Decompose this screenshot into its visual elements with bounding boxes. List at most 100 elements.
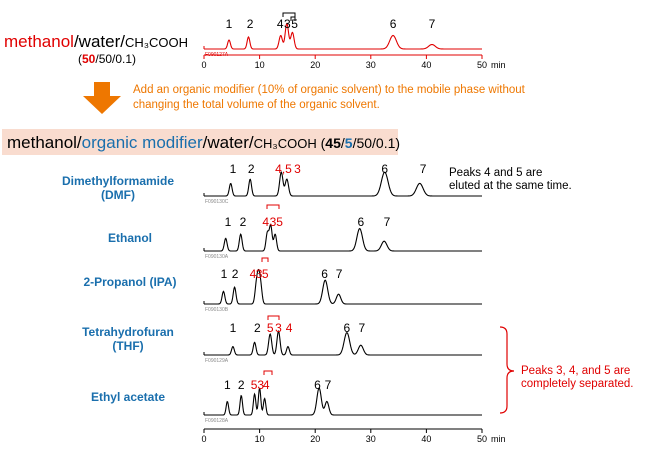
peak-label-1: 1 — [226, 17, 233, 31]
peak-label-3: 5 — [251, 378, 258, 392]
peak-label-3: 5 — [267, 321, 274, 335]
axis-unit: min — [491, 434, 506, 444]
mod-organic-modifier: organic modifier — [82, 133, 203, 152]
axis-tick-label: 20 — [310, 60, 320, 70]
axis-tick-label: 30 — [366, 60, 376, 70]
modifier-note-line-2: changing the total volume of the organic… — [133, 99, 380, 111]
label-dmf-line-2: (DMF) — [101, 188, 135, 202]
peak-label-4: 3 — [256, 267, 263, 281]
axis-tick-label: 50 — [477, 434, 487, 444]
peak-label-6: 6 — [357, 215, 364, 229]
separation-note-line-1: Peaks 3, 4, and 5 are — [521, 365, 630, 377]
peak-label-7: 7 — [359, 321, 366, 335]
peak-label-4: 3 — [294, 162, 301, 176]
trace-code: F090130A — [205, 254, 229, 260]
axis-tick-label: 0 — [201, 60, 206, 70]
dmf-note-line-1: Peaks 4 and 5 are — [449, 167, 542, 179]
modified-solvent-banner — [2, 129, 398, 155]
peak-label-6: 6 — [321, 267, 328, 281]
peak-label-5: 4 — [286, 321, 293, 335]
peak-bracket-ipa — [261, 257, 269, 262]
peak-label-3: 4 — [262, 215, 269, 229]
axis-unit: min — [491, 60, 506, 70]
peak-label-2: 2 — [247, 17, 254, 31]
mod-acetic-acid: CH₃COOH — [254, 136, 317, 151]
label-ethyl-acetate: Ethyl acetate — [91, 390, 165, 404]
top-time-axis: 0 10 20 30 40 50 min — [201, 54, 506, 70]
original-solvent-title: methanol/water/CH₃COOH — [4, 32, 188, 51]
peak-label-5: 5 — [276, 215, 283, 229]
dmf-note-line-2: eluted at the same time. — [449, 180, 572, 192]
axis-tick-label: 10 — [255, 434, 265, 444]
peak-label-7: 7 — [336, 267, 343, 281]
axis-tick-label: 10 — [255, 60, 265, 70]
mod-ratio-sep: / — [341, 135, 345, 151]
trace-code: F090128A — [205, 418, 229, 424]
peak-label-3: 4,5 — [275, 162, 292, 176]
peak-bracket-methanol-inner — [290, 16, 296, 21]
ratio-rest: /50/0.1) — [95, 52, 136, 66]
ratio-open: ( — [78, 52, 82, 66]
trace-line — [204, 387, 482, 416]
peak-label-6: 6 — [344, 321, 351, 335]
solvent-methanol: methanol — [4, 32, 74, 51]
peak-label-2: 2 — [254, 321, 261, 335]
mod-methanol: methanol/ — [7, 133, 82, 152]
trace-code: F090130B — [205, 307, 229, 313]
modifier-note-line-1: Add an organic modifier (10% of organic … — [133, 84, 526, 96]
peak-label-7: 7 — [429, 17, 436, 31]
down-arrow-icon — [83, 82, 121, 114]
axis-tick-label: 0 — [201, 434, 206, 444]
label-dmf-line-1: Dimethylformamide — [62, 174, 174, 188]
peak-label-5: 5 — [262, 267, 269, 281]
peak-bracket-methanol — [282, 12, 296, 17]
separation-note-line-2: completely separated. — [521, 378, 634, 390]
peak-label-1: 1 — [225, 215, 232, 229]
peak-label-6: 6 — [390, 17, 397, 31]
trace-line — [204, 22, 482, 50]
trace-line — [204, 330, 482, 356]
peak-bracket-thf — [267, 315, 280, 320]
axis-tick-label: 40 — [421, 60, 431, 70]
peak-label-1: 1 — [224, 378, 231, 392]
axis-tick-label: 20 — [310, 434, 320, 444]
peak-label-1: 1 — [230, 162, 237, 176]
peak-label-5: 6 — [381, 162, 388, 176]
peak-label-2: 2 — [248, 162, 255, 176]
label-thf-line-1: Tetrahydrofuran — [82, 325, 174, 339]
axis-tick-label: 40 — [421, 434, 431, 444]
peak-label-3: 4 — [277, 17, 284, 31]
trace-line — [204, 223, 482, 252]
peak-label-5: 5 — [291, 17, 298, 31]
peak-label-4: 3 — [275, 321, 282, 335]
peak-label-2: 2 — [238, 378, 245, 392]
peak-label-7: 7 — [384, 215, 391, 229]
label-ethanol: Ethanol — [108, 231, 152, 245]
solvent-water: /water/ — [74, 32, 125, 51]
peak-label-2: 2 — [232, 267, 239, 281]
mod-ratio-b: 5 — [345, 135, 353, 151]
mod-ratio-rest: /50/0.1) — [353, 135, 400, 151]
peak-label-1: 1 — [230, 321, 237, 335]
label-ipa: 2-Propanol (IPA) — [83, 275, 176, 289]
original-ratio: (50/50/0.1) — [78, 52, 136, 66]
solvent-acetic-acid: CH₃COOH — [125, 35, 188, 50]
peak-label-4: 3 — [257, 378, 264, 392]
mod-ratio-a: 45 — [325, 135, 341, 151]
trace-line — [204, 268, 482, 305]
ratio-highlight: 50 — [82, 52, 96, 66]
peak-bracket-ethanol — [266, 204, 280, 209]
mod-ratio-open: ( — [317, 135, 326, 151]
trace-code: F090129A — [205, 358, 229, 364]
peak-label-5: 4 — [263, 378, 270, 392]
axis-tick-label: 50 — [477, 60, 487, 70]
peak-label-3: 4 — [250, 267, 257, 281]
peak-label-4: 3 — [270, 215, 277, 229]
